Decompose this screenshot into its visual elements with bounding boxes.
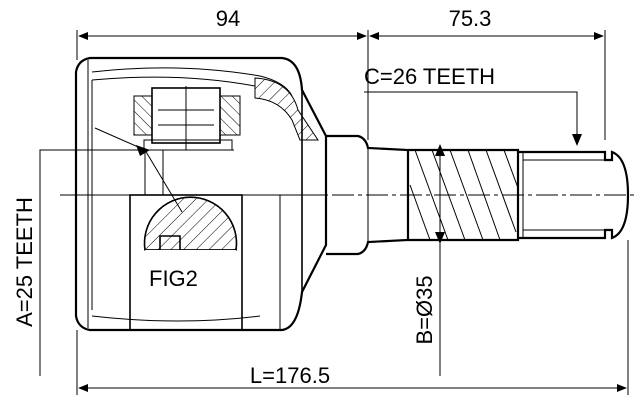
fig2-leader [94,127,183,213]
housing-length-label: 94 [216,6,240,31]
housing-outer-race [74,56,328,332]
outer-teeth-arrow [572,134,582,146]
fig2-arrow [136,145,150,156]
inner-teeth-label: A=25 TEETH [12,197,37,327]
ball-cage-detail [130,86,241,151]
fig2-cross-section [143,196,238,290]
fig2-label: FIG2 [149,266,198,291]
diameter-dimension [435,144,445,376]
total-length-dimension [76,240,629,395]
shaft-length-label: 75.3 [449,6,492,31]
outer-teeth-leader [364,91,578,142]
splined-shaft [326,134,630,256]
outer-teeth-label: C=26 TEETH [364,64,495,89]
inner-teeth-dimension [39,149,130,376]
top-dimension-lines [76,30,606,140]
diameter-label: B=Ø35 [412,275,437,344]
total-length-label: L=176.5 [250,363,330,388]
